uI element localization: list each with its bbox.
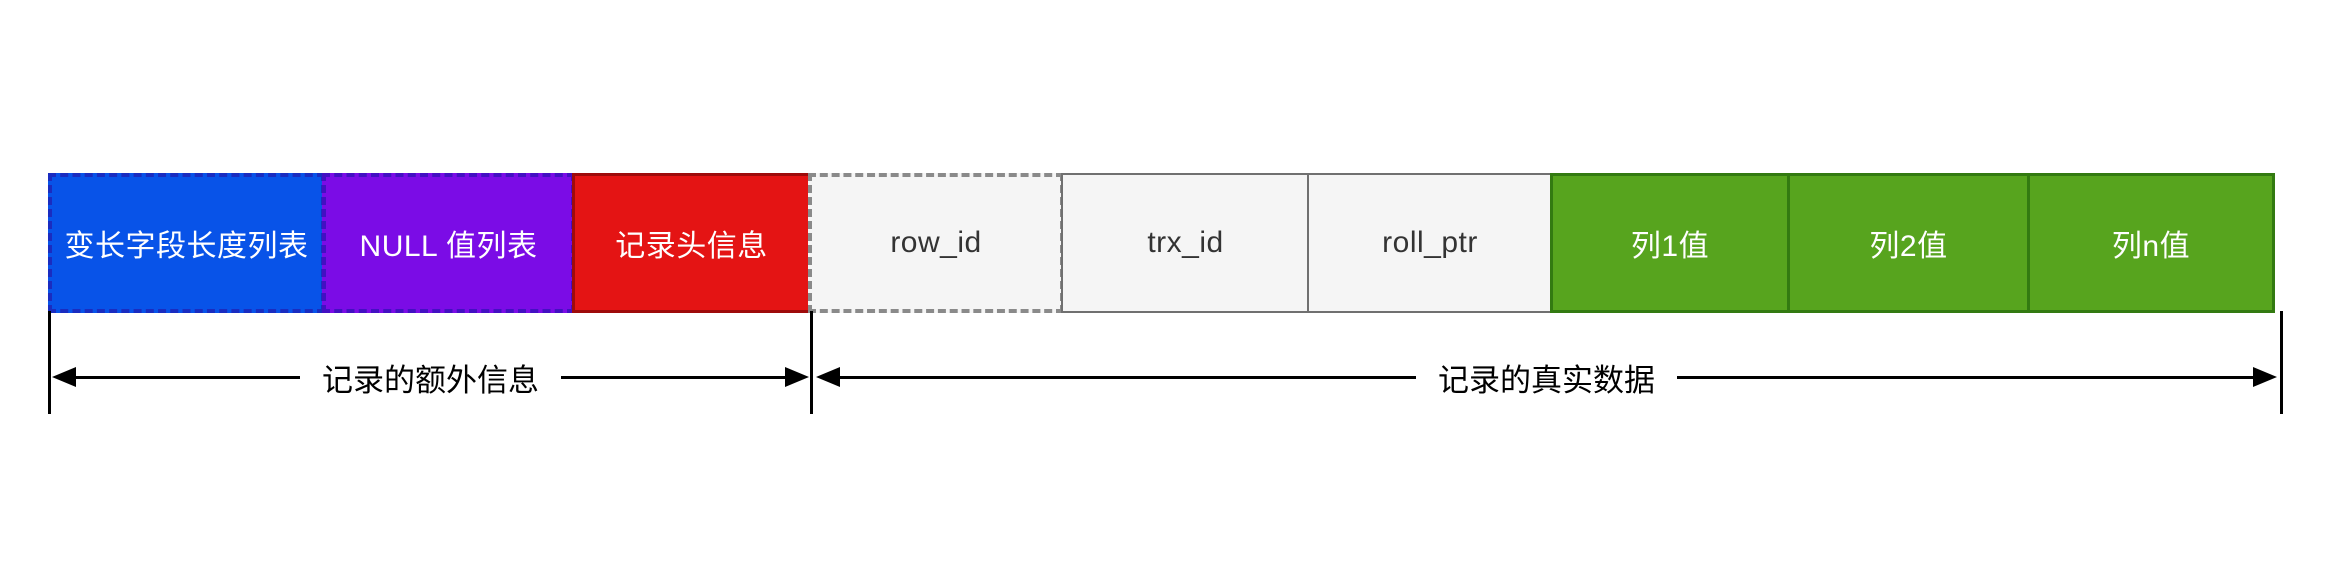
- guide-line-left: [48, 311, 51, 414]
- arrowhead-right-icon: [785, 367, 809, 387]
- measure-line: [1677, 375, 2255, 379]
- box-label: 记录头信息: [615, 230, 768, 263]
- arrowhead-left-icon: [52, 367, 76, 387]
- box-label: trx_id: [1147, 226, 1224, 259]
- box-label: 列n值: [2111, 230, 2191, 263]
- arrowhead-right-icon: [2253, 367, 2277, 387]
- box-record-header-info: 记录头信息: [572, 173, 811, 313]
- box-label: 列2值: [1869, 230, 1948, 263]
- measure-line: [838, 375, 1416, 379]
- extra-info-label: 记录的额外信息: [322, 362, 539, 398]
- box-label: 列1值: [1630, 230, 1710, 263]
- box-null-value-list: NULL 值列表: [322, 173, 575, 313]
- box-label: 变长字段长度列表: [64, 230, 309, 263]
- measure-line: [74, 375, 300, 379]
- box-trx-id: trx_id: [1061, 173, 1310, 313]
- box-label: roll_ptr: [1382, 226, 1478, 259]
- box-label: row_id: [890, 226, 982, 259]
- guide-line-middle: [810, 311, 813, 414]
- guide-line-right: [2280, 311, 2283, 414]
- real-data-measure-arrow: 记录的真实数据: [816, 360, 2277, 398]
- box-label: NULL 值列表: [359, 230, 538, 263]
- box-var-length-field-list: 变长字段长度列表: [48, 173, 325, 313]
- box-row-id: row_id: [808, 173, 1064, 313]
- measure-line: [561, 375, 787, 379]
- extra-info-measure-arrow: 记录的额外信息: [52, 360, 809, 398]
- box-column-1-value: 列1值: [1550, 173, 1790, 313]
- box-column-n-value: 列n值: [2027, 173, 2275, 313]
- box-roll-ptr: roll_ptr: [1307, 173, 1553, 313]
- real-data-label: 记录的真实数据: [1438, 362, 1655, 398]
- box-column-2-value: 列2值: [1787, 173, 2030, 313]
- arrowhead-left-icon: [816, 367, 840, 387]
